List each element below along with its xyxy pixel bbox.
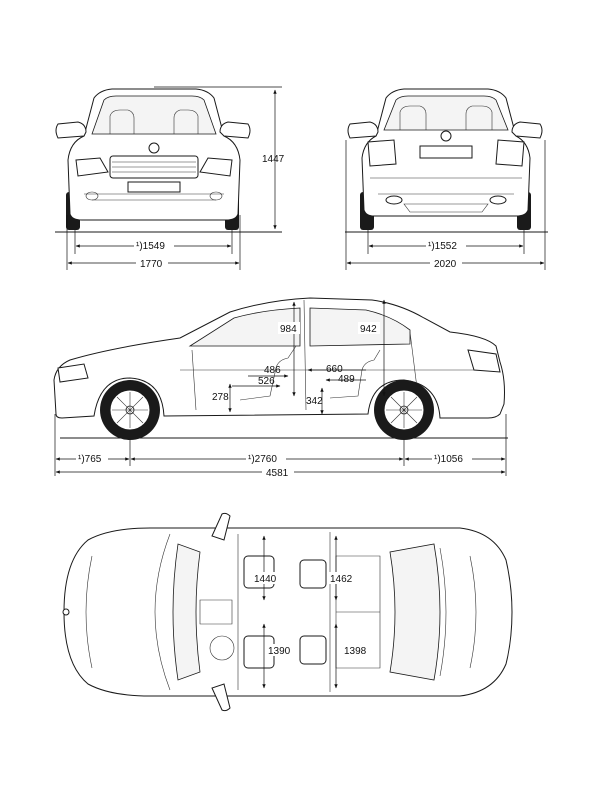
front-view: 1447 ¹)1549 1770 bbox=[55, 86, 285, 270]
dim-278-label: 278 bbox=[212, 392, 229, 403]
rear-view: ¹)1552 2020 bbox=[345, 88, 548, 270]
rear-track-label: ¹)1552 bbox=[428, 241, 457, 252]
wheelbase-label: ¹)2760 bbox=[248, 454, 277, 465]
front-track-label: ¹)1549 bbox=[136, 241, 165, 252]
top-body bbox=[63, 527, 513, 697]
rear-left-taillight bbox=[367, 139, 397, 167]
star-emblem bbox=[148, 142, 160, 154]
rear-right-taillight bbox=[495, 139, 525, 167]
dim-342-label: 342 bbox=[306, 396, 323, 407]
dim-486-label: 486 bbox=[264, 365, 281, 376]
front-headroom-label: 984 bbox=[280, 324, 297, 335]
dim-526-label: 526 bbox=[258, 376, 275, 387]
top-emblem bbox=[62, 608, 70, 616]
left-mirror bbox=[55, 121, 87, 139]
front-door-window bbox=[188, 307, 301, 347]
height-label: 1447 bbox=[262, 154, 285, 165]
mirror-width-label: 2020 bbox=[434, 259, 457, 270]
right-exhaust bbox=[489, 195, 507, 205]
dim-660-label: 660 bbox=[326, 364, 343, 375]
front-shoulder-label: 1440 bbox=[254, 574, 277, 585]
rear-headroom-label: 942 bbox=[360, 324, 377, 335]
rear-right-mirror bbox=[511, 121, 543, 139]
top-windshield bbox=[172, 543, 201, 681]
steering-wheel bbox=[209, 635, 235, 661]
front-right-seat-back bbox=[299, 635, 327, 665]
front-windshield bbox=[91, 95, 217, 135]
rear-left-mirror bbox=[347, 121, 379, 139]
top-view: 1440 1462 1390 1398 bbox=[62, 512, 513, 712]
top-rear-window bbox=[389, 543, 441, 681]
rear-window bbox=[383, 95, 509, 131]
side-view: 984 942 486 526 660 489 278 342 ¹)765 ¹)… bbox=[53, 297, 508, 479]
right-mirror bbox=[219, 121, 251, 139]
dim-489-label: 489 bbox=[338, 374, 355, 385]
overall-length-label: 4581 bbox=[266, 468, 289, 479]
front-left-seat-back bbox=[299, 559, 327, 589]
rear-license-plate bbox=[419, 145, 473, 159]
rear-elbow-label: 1398 bbox=[344, 646, 367, 657]
front-elbow-label: 1390 bbox=[268, 646, 291, 657]
rear-star-emblem bbox=[440, 130, 452, 142]
side-headlight bbox=[57, 363, 89, 383]
side-taillight bbox=[467, 349, 501, 373]
rear-overhang-label: ¹)1056 bbox=[434, 454, 463, 465]
left-exhaust bbox=[385, 195, 403, 205]
front-width-label: 1770 bbox=[140, 259, 163, 270]
left-headlight bbox=[75, 157, 109, 177]
top-right-mirror bbox=[211, 683, 231, 712]
front-license-plate bbox=[127, 181, 181, 193]
right-headlight bbox=[199, 157, 233, 177]
top-left-mirror bbox=[211, 512, 231, 541]
rear-shoulder-label: 1462 bbox=[330, 574, 353, 585]
front-overhang-label: ¹)765 bbox=[78, 454, 102, 465]
